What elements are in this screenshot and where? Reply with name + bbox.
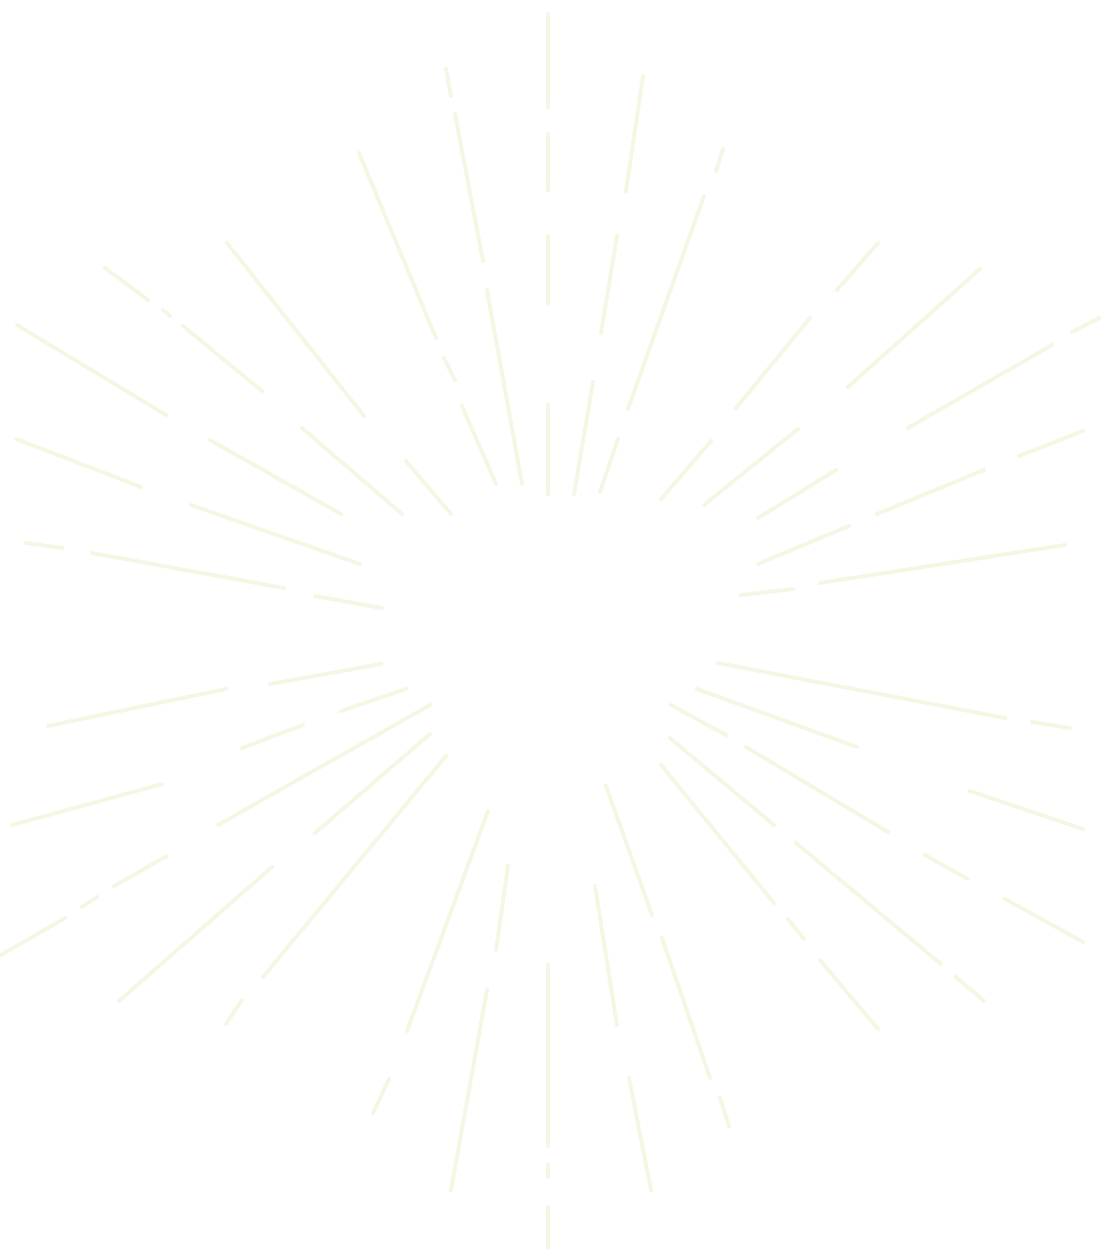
ray-segment (24, 541, 64, 550)
ray-segment (756, 468, 838, 520)
ray-segment (906, 343, 1054, 430)
ray-group (0, 12, 1101, 1250)
ray-segment (744, 745, 890, 834)
ray-segment (702, 427, 800, 507)
ray-segment (189, 503, 362, 566)
ray-segment (716, 661, 1007, 720)
ray-segment (90, 551, 286, 590)
ray-segment (371, 1077, 391, 1115)
ray-segment (460, 404, 498, 486)
ray-segment (117, 865, 274, 1003)
ray-segment (313, 732, 432, 835)
ray-segment (599, 234, 619, 335)
ray-segment (1003, 897, 1085, 944)
ray-segment (444, 67, 453, 98)
ray-segment (846, 267, 982, 389)
ray-segment (46, 687, 228, 728)
ray-segment (1017, 429, 1085, 458)
ray-segment (14, 437, 143, 489)
ray-segment (593, 884, 619, 1027)
ray-segment (794, 841, 943, 966)
ray-segment (624, 74, 645, 193)
ray-segment (449, 988, 489, 1192)
ray-segment (734, 316, 812, 410)
ray-segment (10, 782, 164, 827)
ray-segment (112, 854, 169, 888)
ray-segment (572, 380, 595, 496)
ray-segment (485, 288, 524, 486)
ray-segment (739, 587, 795, 597)
ray-segment (225, 241, 366, 418)
ray-segment (818, 958, 880, 1031)
ray-segment (103, 266, 150, 302)
ray-segment (240, 723, 305, 750)
ray-segment (626, 194, 706, 411)
ray-segment (453, 112, 485, 263)
ray-segment (695, 687, 859, 749)
ray-segment (15, 323, 168, 417)
ray-segment (659, 439, 713, 501)
ray-segment (161, 308, 172, 318)
ray-segment (627, 1076, 653, 1192)
ray-segment (405, 809, 490, 1033)
ray-segment (0, 916, 67, 957)
ray-segment (669, 703, 728, 737)
ray-segment (835, 241, 880, 292)
ray-segment (756, 524, 851, 566)
ray-segment (268, 662, 383, 686)
ray-segment (261, 754, 448, 979)
ray-segment (1030, 720, 1072, 730)
ray-segment (718, 1096, 731, 1128)
ray-segment (339, 687, 408, 713)
ray-segment (923, 853, 970, 881)
ray-segment (313, 594, 384, 610)
ray-segment (968, 789, 1085, 831)
ray-segment (404, 459, 453, 516)
ray-segment (216, 703, 432, 827)
ray-segment (208, 438, 343, 516)
ray-segment (442, 356, 457, 382)
ray-segment (659, 763, 776, 905)
ray-segment (875, 468, 986, 516)
ray-segment (224, 998, 244, 1026)
ray-segment (714, 147, 725, 173)
ray-segment (181, 324, 264, 393)
ray-segment (1070, 316, 1101, 334)
ray-segment (604, 784, 654, 917)
ray-segment (954, 975, 986, 1003)
ray-segment (786, 917, 806, 941)
ray-segment (300, 426, 404, 516)
ray-segment (668, 736, 776, 827)
ray-segment (80, 895, 99, 909)
ray-segment (660, 936, 712, 1080)
ray-segment (357, 151, 438, 340)
ray-segment (598, 437, 620, 494)
ray-segment (494, 864, 510, 952)
ray-segment (818, 543, 1067, 585)
